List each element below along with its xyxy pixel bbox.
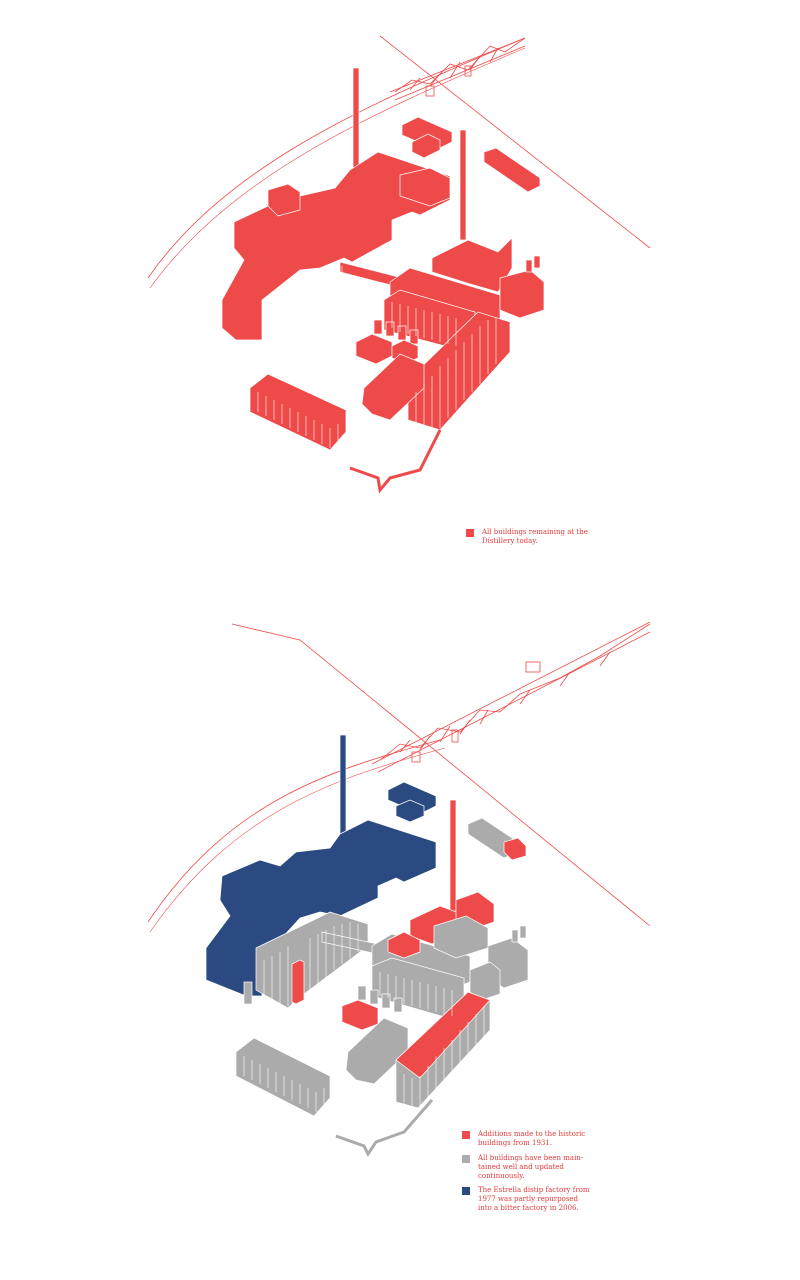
legend-label: All buildings have been main- tained wel…	[478, 1154, 584, 1180]
tanks	[243, 925, 527, 1013]
rail-curve-inner	[149, 47, 526, 289]
building-long-se	[407, 311, 511, 431]
road-diagonal-line	[379, 35, 651, 249]
road-line-upper	[231, 623, 651, 927]
legend-label: Additions made to the historic buildings…	[478, 1130, 586, 1147]
legend-swatch	[462, 1187, 470, 1195]
building-addition	[341, 999, 379, 1031]
building-addition	[387, 931, 421, 959]
building	[483, 147, 541, 193]
chimney-addition	[449, 799, 457, 913]
legend-item-maintained: All buildings have been main- tained wel…	[462, 1154, 602, 1181]
legend-label: All buildings remaining at the Distiller…	[482, 528, 588, 545]
building-maintained-sw	[235, 1037, 331, 1117]
building-maintained	[469, 961, 501, 1001]
buildings-remaining	[221, 67, 545, 494]
building-addition	[291, 959, 305, 1005]
gate-wall	[335, 1099, 434, 1157]
building-addition	[503, 837, 527, 861]
building	[431, 237, 513, 293]
building-maintained-octagonal	[345, 1017, 409, 1085]
bridge	[371, 621, 651, 773]
legend-swatch	[462, 1131, 470, 1139]
legend-swatch	[462, 1155, 470, 1163]
legend-item-additions: Additions made to the historic buildings…	[462, 1130, 602, 1148]
facade-hatching	[243, 922, 485, 1112]
legend-label: The Estrella distip factory from 1977 wa…	[478, 1186, 590, 1212]
rail-curve-outer	[147, 739, 441, 923]
building	[411, 133, 441, 159]
facade-hatching	[257, 266, 497, 448]
site-plan-remaining-buildings	[147, 35, 651, 494]
site-plan-building-history	[147, 621, 651, 1157]
chimney	[459, 129, 467, 241]
bridge	[389, 37, 526, 101]
chimney	[352, 67, 360, 169]
building-addition-roof	[395, 991, 491, 1079]
legend-swatch	[466, 529, 474, 537]
rail-curve-inner	[149, 747, 446, 933]
building	[355, 333, 393, 365]
legend-item-repurposed: The Estrella distip factory from 1977 wa…	[462, 1186, 602, 1213]
chimney-repurposed	[339, 734, 347, 836]
building-repurposed	[395, 799, 425, 823]
building-octagonal	[361, 353, 425, 421]
building	[399, 167, 451, 207]
gate-wall	[349, 429, 442, 494]
legend-item-remaining: All buildings remaining at the Distiller…	[466, 528, 606, 546]
building	[267, 183, 301, 217]
building	[499, 269, 545, 319]
rail-curve-outer	[147, 39, 521, 279]
